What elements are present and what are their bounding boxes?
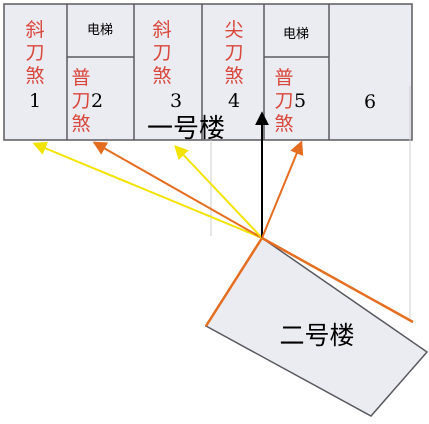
sha-ray-unit-5 — [261, 140, 304, 239]
sha-ray-unit-2 — [92, 141, 263, 239]
building-one-label: 一号楼 — [147, 114, 225, 144]
unit-5-sha-char: 普 — [274, 67, 293, 89]
elevator-label: 电梯 — [283, 27, 309, 42]
elevator-label: 电梯 — [87, 23, 113, 38]
unit-4-sha-char: 尖 — [224, 19, 243, 41]
unit-3-sha-char: 斜 — [152, 19, 171, 41]
unit-5-sha-char: 煞 — [274, 113, 293, 135]
unit-1-sha-char: 刀 — [25, 42, 44, 64]
building-two-label: 二号楼 — [279, 321, 354, 350]
unit-4-number: 4 — [228, 90, 240, 112]
unit-6-number: 6 — [364, 91, 376, 113]
building-two-edge-top — [261, 236, 414, 324]
sha-ray-unit-3 — [174, 144, 263, 239]
unit-5-sha-char: 刀 — [274, 90, 293, 112]
sha-ray-unit-1 — [32, 141, 263, 239]
building-one — [3, 3, 413, 141]
unit-3-sha-char: 煞 — [152, 65, 171, 87]
unit-5-number: 5 — [294, 90, 306, 112]
unit-2-number: 2 — [91, 90, 103, 112]
unit-1-sha-char: 斜 — [25, 19, 44, 41]
building-one-outline — [3, 3, 413, 141]
unit-3-sha-char: 刀 — [152, 42, 171, 64]
unit-2-sha-char: 普 — [71, 67, 90, 89]
building-two-edge-left — [204, 237, 264, 327]
unit-1-sha-char: 煞 — [25, 65, 44, 87]
unit-2-sha-char: 煞 — [71, 113, 90, 135]
unit-2-sha-char: 刀 — [71, 90, 90, 112]
unit-4-sha-char: 煞 — [224, 65, 243, 87]
unit-3-number: 3 — [170, 90, 182, 112]
unit-1-number: 1 — [29, 90, 41, 112]
unit-4-sha-char: 刀 — [224, 42, 243, 64]
